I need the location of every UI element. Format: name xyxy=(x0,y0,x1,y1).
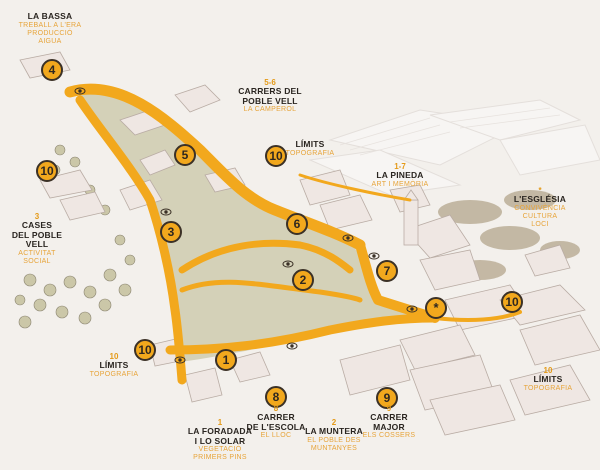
label-title: DEL POBLE xyxy=(11,229,63,240)
label-number: 3 xyxy=(34,212,40,221)
marker-9[interactable]: 9 xyxy=(376,387,398,409)
label-subtitle: CONVIVÈNCIA xyxy=(514,204,566,212)
field-furrows xyxy=(339,107,561,156)
label-title: LÍMITS xyxy=(295,139,325,149)
label-title: VELL xyxy=(25,239,49,249)
label-subtitle: LOCI xyxy=(531,220,549,228)
label-subtitle: EL POBLE DES xyxy=(307,436,361,444)
label-subtitle: ACTIVITAT xyxy=(18,249,56,257)
label-title: DE L'ESCOLA xyxy=(246,421,306,432)
label-subtitle: LA CAMPEROL xyxy=(243,106,297,113)
viewpoint-icons xyxy=(74,87,418,364)
label-number: 10 xyxy=(543,366,553,375)
marker-5[interactable]: 5 xyxy=(174,144,196,166)
label-esglesia: * L'ESGLÉSIA CONVIVÈNCIA CULTURA LOCI xyxy=(500,186,580,229)
label-cases-poble-vell: 3 CASES DEL POBLE VELL ACTIVITAT SOCIAL xyxy=(4,212,70,266)
label-la-bassa: LA BASSA TREBALL A L'ERA PRODUCCIÓ AIGUA xyxy=(8,11,92,46)
label-title: LÍMITS xyxy=(533,374,563,384)
label-la-pineda: 1-7 LA PINEDA ART I MEMÒRIA xyxy=(360,162,440,189)
label-number: 1 xyxy=(217,418,223,427)
label-title: LA BASSA xyxy=(27,11,73,21)
label-subtitle: SOCIAL xyxy=(23,257,51,265)
marker-8[interactable]: 8 xyxy=(265,386,287,408)
label-carrers-poble-vell: 5-6 CARRERS DEL POBLE VELL LA CAMPEROL xyxy=(225,78,315,114)
label-subtitle: ART I MEMÒRIA xyxy=(371,180,429,188)
marker-10-left-lower[interactable]: 10 xyxy=(134,339,156,361)
label-title: LA FORADADA xyxy=(187,426,253,436)
marker-10-left-upper[interactable]: 10 xyxy=(36,160,58,182)
marker-4[interactable]: 4 xyxy=(41,59,63,81)
marker-6[interactable]: 6 xyxy=(286,213,308,235)
label-number: 1-7 xyxy=(394,162,406,171)
label-title: CASES xyxy=(21,220,53,230)
label-title: MAJOR xyxy=(373,421,405,432)
label-subtitle: ELS COSSERS xyxy=(362,432,416,439)
label-subtitle: MUNTANYES xyxy=(310,444,358,452)
label-number: 5-6 xyxy=(264,78,276,87)
label-carrer-escola: 8 CARRER DE L'ESCOLA EL LLOC xyxy=(246,404,306,440)
label-subtitle: TOPOGRAFIA xyxy=(285,149,335,157)
olive-trees xyxy=(14,144,136,329)
label-number: 9 xyxy=(386,404,392,413)
label-number: 10 xyxy=(109,352,119,361)
label-number: 2 xyxy=(331,418,337,427)
label-title: CARRER xyxy=(257,412,295,422)
label-subtitle: TOPOGRAFIA xyxy=(89,370,139,378)
label-subtitle: CULTURA xyxy=(522,212,558,220)
label-title: CARRERS DEL xyxy=(238,86,302,96)
marker-10-right[interactable]: 10 xyxy=(501,291,523,313)
label-title: CARRER xyxy=(370,412,408,422)
label-limits-left: 10 LÍMITS TOPOGRAFIA xyxy=(86,352,142,379)
marker-church-star[interactable]: * xyxy=(425,297,447,319)
label-subtitle: TOPOGRAFIA xyxy=(523,384,573,392)
marker-10-top[interactable]: 10 xyxy=(265,145,287,167)
label-number: 8 xyxy=(273,404,279,413)
label-subtitle: PRODUCCIÓ xyxy=(27,29,73,37)
label-title: LA PINEDA xyxy=(376,170,424,180)
marker-3[interactable]: 3 xyxy=(160,221,182,243)
label-subtitle: EL LLOC xyxy=(260,432,292,439)
label-subtitle: VEGETACIÓ xyxy=(198,446,242,453)
label-limits-top: LÍMITS TOPOGRAFIA xyxy=(285,139,335,158)
marker-2[interactable]: 2 xyxy=(292,269,314,291)
marker-1[interactable]: 1 xyxy=(215,349,237,371)
label-limits-right: 10 LÍMITS TOPOGRAFIA xyxy=(520,366,576,393)
church-tower xyxy=(403,189,419,246)
label-number: * xyxy=(538,186,542,195)
label-carrer-major: 9 CARRER MAJOR ELS COSSERS xyxy=(362,404,416,440)
label-subtitle: AIGUA xyxy=(38,37,62,45)
label-subtitle: TREBALL A L'ERA xyxy=(18,21,82,29)
fields xyxy=(308,99,600,196)
label-foradada: 1 LA FORADADA I LO SOLAR VEGETACIÓ PRIME… xyxy=(180,418,260,462)
label-title: LA MUNTERA xyxy=(305,426,363,436)
label-title: LÍMITS xyxy=(99,360,129,370)
label-title: L'ESGLÉSIA xyxy=(513,194,567,204)
label-subtitle: PRIMERS PINS xyxy=(193,454,247,461)
label-title: I LO SOLAR xyxy=(194,435,246,446)
marker-7[interactable]: 7 xyxy=(376,260,398,282)
label-title: POBLE VELL xyxy=(242,95,298,106)
label-la-muntera: 2 LA MUNTERA EL POBLE DES MUNTANYES xyxy=(302,418,366,453)
